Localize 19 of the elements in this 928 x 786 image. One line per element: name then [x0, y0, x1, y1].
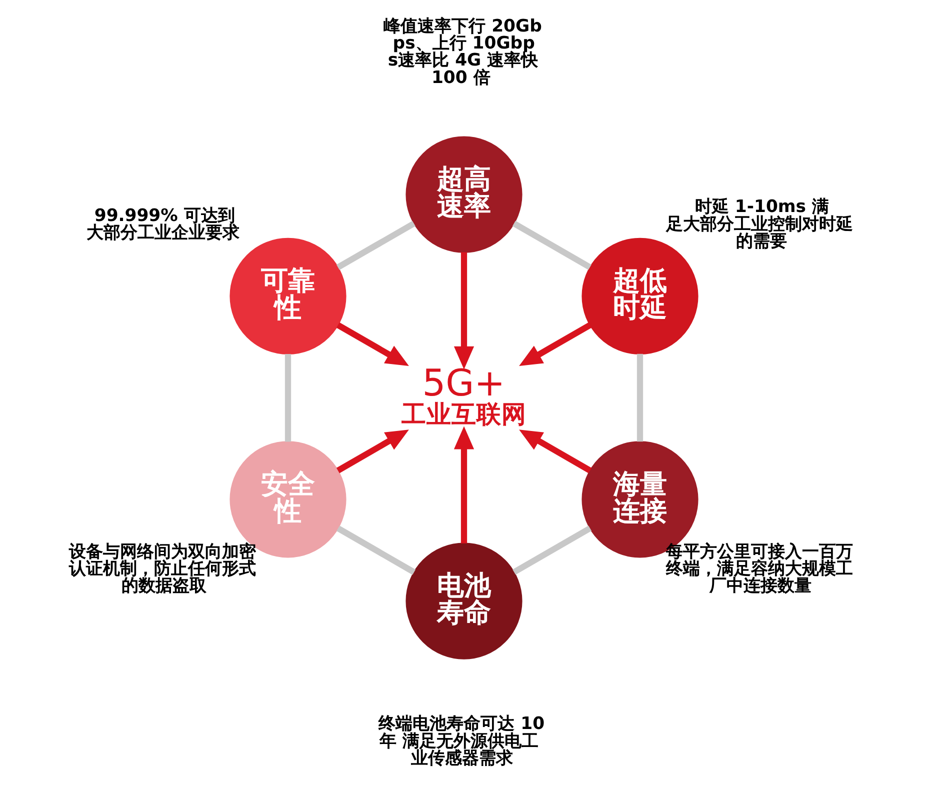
arrow: [336, 322, 409, 366]
arrow: [519, 429, 592, 473]
node-label: 终端电池寿命可达 10 年 满足无外源供电工业传感器需求: [378, 714, 545, 768]
arrow: [454, 252, 474, 369]
connector: [512, 525, 592, 574]
connector: [336, 220, 416, 270]
arrow: [336, 429, 409, 473]
node-circle: 超低时延: [582, 237, 698, 354]
node-label: 每平方公里可接入一百万终端，满足容纳大规模工厂中连接数量: [666, 541, 854, 596]
node-circle: 电池寿命: [406, 542, 522, 659]
connector: [336, 525, 416, 574]
node-text: 5G+ 工业互联网: [401, 360, 526, 428]
arrow: [454, 426, 474, 543]
connector: [512, 220, 592, 270]
connector: [284, 354, 292, 442]
arrow: [519, 322, 592, 366]
node-label: 峰值速率下行 20Gbps、上行 10Gbps速率比 4G 速率快 100 倍: [384, 16, 542, 88]
connector: [636, 353, 644, 442]
node-circle: 超高速率: [406, 136, 522, 252]
